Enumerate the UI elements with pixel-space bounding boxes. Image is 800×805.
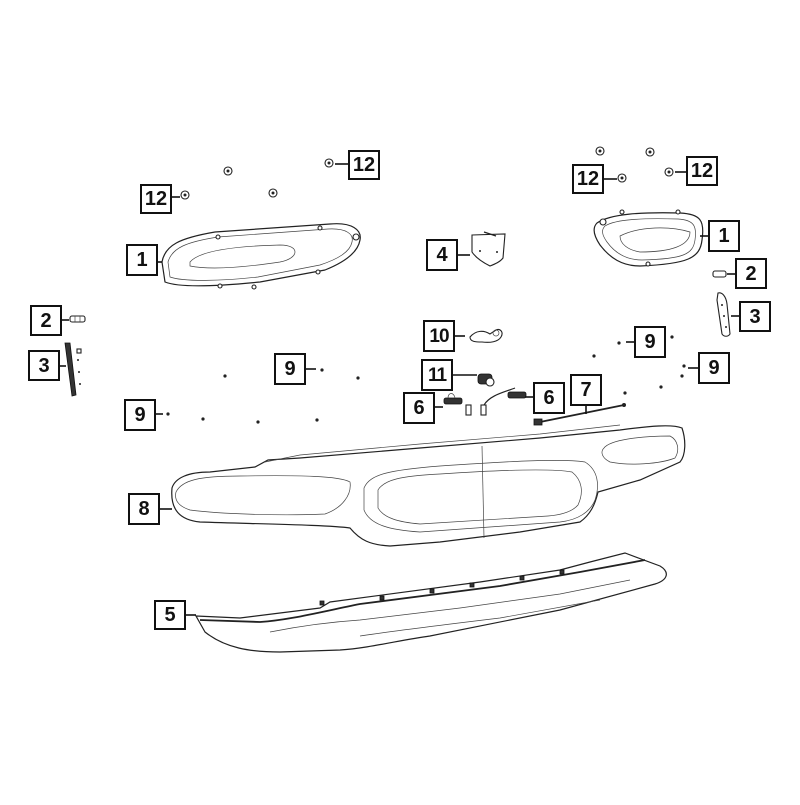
side-marker-icon: [64, 342, 82, 397]
callout-1[interactable]: 1: [708, 220, 740, 252]
nut-icon: [180, 158, 334, 200]
wiring-harness-icon: [533, 403, 626, 426]
callout-8[interactable]: 8: [128, 493, 160, 525]
callout-3[interactable]: 3: [739, 301, 771, 332]
callout-6[interactable]: 6: [403, 392, 435, 424]
camera-icon: [477, 373, 495, 387]
bumper-fascia-icon: [171, 424, 686, 547]
callout-11[interactable]: 11: [421, 359, 453, 391]
bulb-socket-icon: [69, 315, 86, 323]
lower-valance-icon: [194, 552, 667, 653]
callout-9[interactable]: 9: [698, 352, 730, 384]
side-marker-icon: [716, 292, 731, 337]
callout-3[interactable]: 3: [28, 350, 60, 381]
tail-lamp-right-icon: [593, 209, 704, 267]
callout-12[interactable]: 12: [348, 150, 380, 180]
tail-lamp-left-icon: [161, 223, 361, 290]
callout-9[interactable]: 9: [634, 326, 666, 358]
callout-7[interactable]: 7: [570, 374, 602, 406]
callout-4[interactable]: 4: [426, 239, 458, 271]
callout-9[interactable]: 9: [124, 399, 156, 431]
callout-5[interactable]: 5: [154, 600, 186, 630]
bulb-socket-icon: [712, 270, 727, 278]
nut-icon: [595, 146, 674, 183]
callout-2[interactable]: 2: [735, 258, 767, 289]
callout-2[interactable]: 2: [30, 305, 62, 336]
callout-6[interactable]: 6: [533, 382, 565, 414]
sensor-harness-icon: [469, 328, 503, 343]
license-lamp-icon: [443, 387, 527, 416]
callout-1[interactable]: 1: [126, 244, 158, 276]
callout-10[interactable]: 10: [423, 320, 455, 352]
callout-9[interactable]: 9: [274, 353, 306, 385]
callout-12[interactable]: 12: [686, 156, 718, 186]
fastener-icon: [166, 335, 686, 424]
callout-12[interactable]: 12: [140, 184, 172, 214]
bracket-icon: [471, 231, 506, 267]
callout-12[interactable]: 12: [572, 164, 604, 194]
